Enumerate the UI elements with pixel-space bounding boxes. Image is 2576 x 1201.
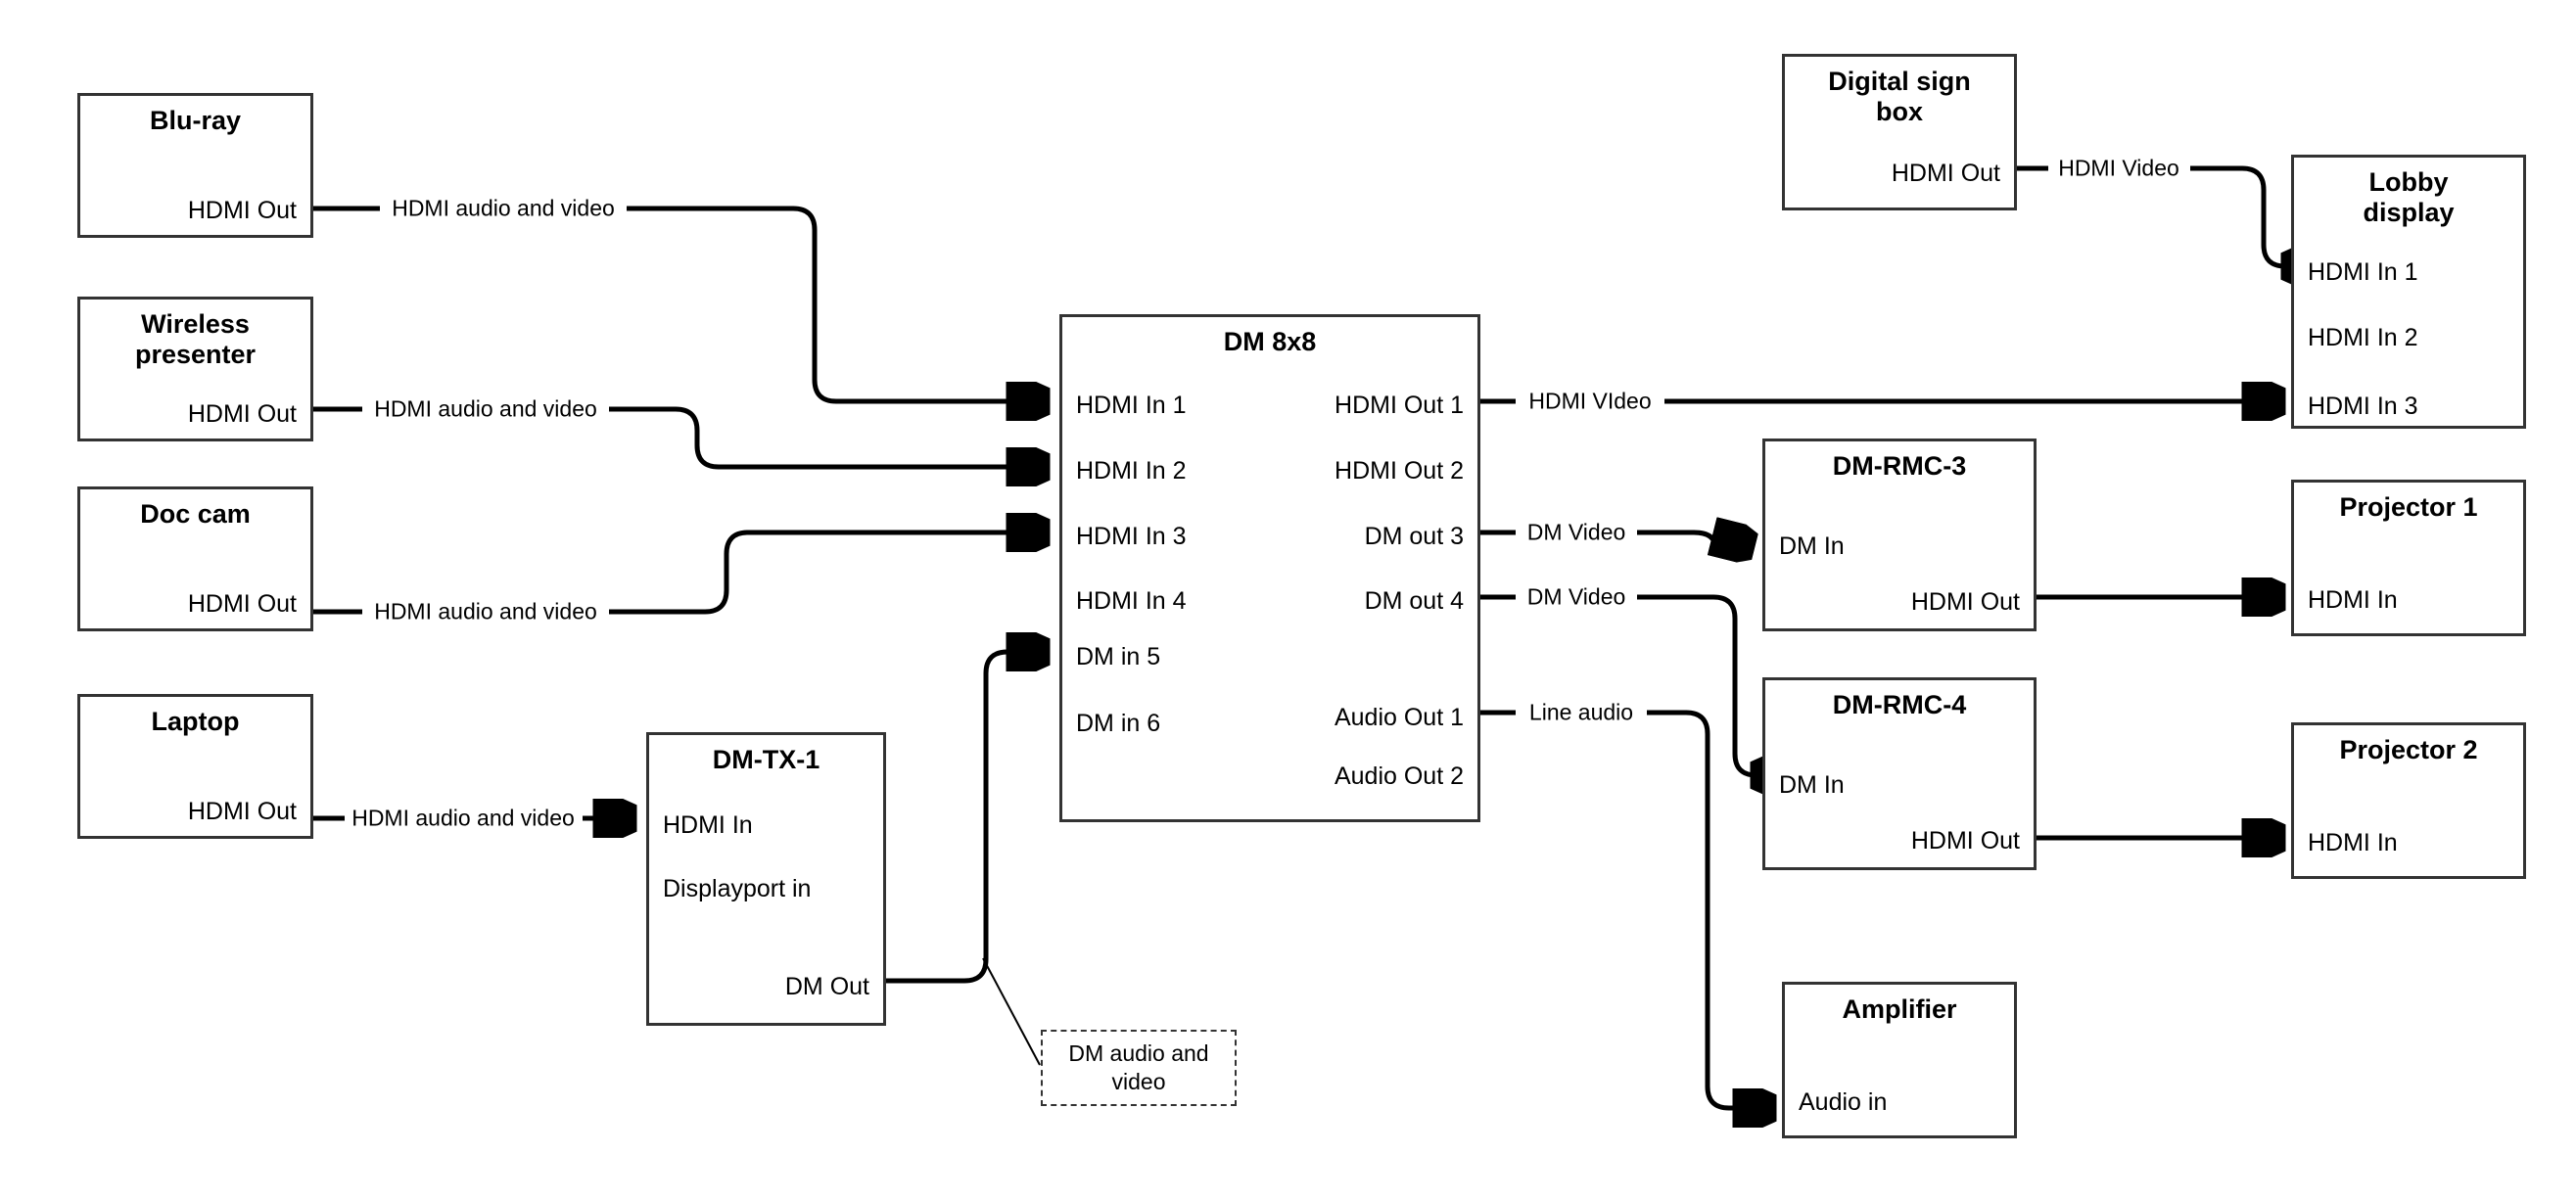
node-laptop[interactable]: Laptop HDMI Out: [77, 694, 313, 839]
port-dmrmc3-hdmi-out[interactable]: HDMI Out: [1910, 588, 2020, 616]
port-dm8x8-dm-out-3[interactable]: DM out 3: [1364, 523, 1464, 550]
edge-label-bluray: HDMI audio and video: [387, 197, 620, 220]
node-doc-cam[interactable]: Doc cam HDMI Out: [77, 486, 313, 631]
node-dm-8x8[interactable]: DM 8x8 HDMI In 1 HDMI In 2 HDMI In 3 HDM…: [1059, 314, 1480, 822]
port-dm8x8-audio-out-1[interactable]: Audio Out 1: [1334, 704, 1464, 731]
port-dmrmc4-dm-in[interactable]: DM In: [1779, 771, 1845, 799]
wire-dm-dmout4-to-dmrmc4: [1480, 594, 1756, 775]
annotation-dm-audio-and-video: DM audio and video: [1041, 1030, 1237, 1106]
port-dm8x8-hdmi-out-2[interactable]: HDMI Out 2: [1335, 457, 1464, 485]
node-doc-cam-title: Doc cam: [140, 499, 251, 529]
node-digital-sign-box-title: Digital sign box: [1828, 67, 1971, 127]
node-laptop-title: Laptop: [151, 707, 240, 736]
node-dm-8x8-title: DM 8x8: [1223, 327, 1317, 356]
edge-label-laptop: HDMI audio and video: [347, 807, 580, 830]
node-wireless-presenter[interactable]: Wireless presenter HDMI Out: [77, 297, 313, 441]
port-lobby-hdmi-in-3[interactable]: HDMI In 3: [2308, 393, 2418, 420]
port-doccam-hdmi-out[interactable]: HDMI Out: [187, 590, 297, 618]
port-lobby-hdmi-in-2[interactable]: HDMI In 2: [2308, 324, 2418, 351]
edge-label-dm-out-4: DM Video: [1522, 585, 1631, 609]
node-projector-1[interactable]: Projector 1 HDMI In: [2291, 480, 2526, 636]
port-digitalsign-hdmi-out[interactable]: HDMI Out: [1891, 160, 2000, 187]
port-bluray-hdmi-out[interactable]: HDMI Out: [187, 197, 297, 224]
port-dm8x8-hdmi-in-4[interactable]: HDMI In 4: [1076, 587, 1187, 615]
port-dmrmc4-hdmi-out[interactable]: HDMI Out: [1910, 827, 2020, 855]
port-dm8x8-audio-out-2[interactable]: Audio Out 2: [1334, 762, 1464, 790]
node-dm-rmc-4-title: DM-RMC-4: [1832, 690, 1967, 719]
port-dm8x8-dm-in-5[interactable]: DM in 5: [1076, 643, 1161, 670]
node-dm-rmc-3-title: DM-RMC-3: [1832, 451, 1967, 481]
node-dm-rmc-4[interactable]: DM-RMC-4 DM In HDMI Out: [1762, 677, 2037, 870]
leader-line-dm-audio-video: [982, 957, 1041, 1066]
port-projector2-hdmi-in[interactable]: HDMI In: [2308, 829, 2398, 856]
wire-digitalsign-to-lobby-hdmi-in-1: [2017, 165, 2285, 266]
wire-bluray-to-dm-hdmi-in-1: [313, 206, 1048, 401]
edge-label-doccam: HDMI audio and video: [369, 600, 602, 624]
node-amplifier[interactable]: Amplifier Audio in: [1782, 982, 2017, 1138]
node-projector-1-title: Projector 1: [2339, 492, 2478, 522]
edge-label-digital-sign: HDMI Video: [2053, 157, 2184, 180]
edge-label-wireless: HDMI audio and video: [369, 397, 602, 421]
port-projector1-hdmi-in[interactable]: HDMI In: [2308, 586, 2398, 614]
port-dm8x8-hdmi-in-1[interactable]: HDMI In 1: [1076, 392, 1187, 419]
node-lobby-display-title: Lobby display: [2363, 167, 2455, 228]
node-projector-2[interactable]: Projector 2 HDMI In: [2291, 722, 2526, 879]
port-dmrmc3-dm-in[interactable]: DM In: [1779, 532, 1845, 560]
port-dm8x8-hdmi-in-3[interactable]: HDMI In 3: [1076, 523, 1187, 550]
port-dmtx1-hdmi-in[interactable]: HDMI In: [663, 811, 753, 839]
edge-label-dm-out-3: DM Video: [1522, 521, 1631, 544]
port-laptop-hdmi-out[interactable]: HDMI Out: [187, 798, 297, 825]
port-lobby-hdmi-in-1[interactable]: HDMI In 1: [2308, 258, 2418, 286]
port-dmtx1-displayport-in[interactable]: Displayport in: [663, 875, 812, 902]
wire-dmtx1-to-dm-in-5: [886, 652, 1048, 984]
node-digital-sign-box[interactable]: Digital sign box HDMI Out: [1782, 54, 2017, 210]
node-dm-rmc-3[interactable]: DM-RMC-3 DM In HDMI Out: [1762, 439, 2037, 631]
wire-dm-audioout1-to-amplifier: [1480, 710, 1774, 1108]
port-dm8x8-dm-out-4[interactable]: DM out 4: [1364, 587, 1464, 615]
port-wireless-hdmi-out[interactable]: HDMI Out: [187, 400, 297, 428]
port-dm8x8-hdmi-out-1[interactable]: HDMI Out 1: [1335, 392, 1464, 419]
node-bluray[interactable]: Blu-ray HDMI Out: [77, 93, 313, 238]
node-wireless-presenter-title: Wireless presenter: [134, 309, 257, 370]
port-amplifier-audio-in[interactable]: Audio in: [1799, 1088, 1888, 1116]
port-dm8x8-hdmi-in-2[interactable]: HDMI In 2: [1076, 457, 1187, 485]
edge-label-hdmi-out-1: HDMI VIdeo: [1523, 390, 1657, 413]
port-dmtx1-dm-out[interactable]: DM Out: [784, 973, 869, 1000]
node-projector-2-title: Projector 2: [2339, 735, 2478, 764]
edge-label-audio-out-1: Line audio: [1523, 701, 1639, 724]
node-dm-tx-1[interactable]: DM-TX-1 HDMI In Displayport in DM Out: [646, 732, 886, 1026]
node-bluray-title: Blu-ray: [149, 106, 242, 135]
port-dm8x8-dm-in-6[interactable]: DM in 6: [1076, 710, 1161, 737]
node-amplifier-title: Amplifier: [1842, 994, 1957, 1024]
node-dm-tx-1-title: DM-TX-1: [712, 745, 820, 774]
node-lobby-display[interactable]: Lobby display HDMI In 1 HDMI In 2 HDMI I…: [2291, 155, 2526, 429]
